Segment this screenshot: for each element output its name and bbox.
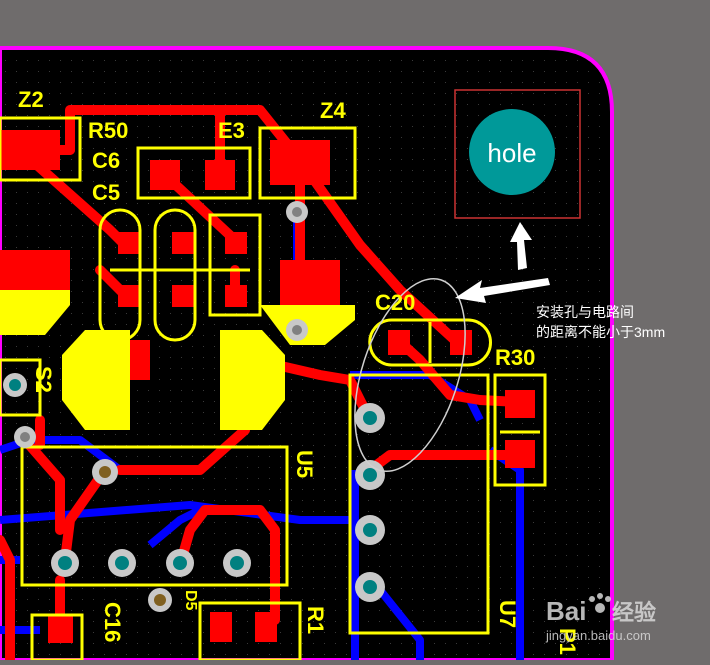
- label-c6: C6: [92, 148, 120, 173]
- label-c5: C5: [92, 180, 120, 205]
- label-r50: R50: [88, 118, 128, 143]
- label-z4: Z4: [320, 98, 346, 123]
- label-e3: E3: [218, 118, 245, 143]
- u7-pins: [355, 403, 385, 602]
- hole-keepout-box: [454, 89, 581, 219]
- annotation-line-2: 的距离不能小于3mm: [536, 324, 665, 340]
- watermark-brand: Bai: [546, 596, 586, 626]
- watermark-url: jingyan.baidu.com: [545, 628, 651, 643]
- through-hole-pads: [3, 201, 308, 612]
- label-u7: U7: [495, 600, 520, 628]
- paw-icon: [589, 593, 611, 613]
- hole-label: hole: [487, 138, 536, 168]
- label-c16: C16: [100, 602, 125, 642]
- arrows: [455, 222, 550, 303]
- mounting-hole[interactable]: [469, 109, 555, 195]
- u5-pins: [51, 549, 251, 577]
- label-u5: U5: [292, 450, 317, 478]
- top-layer-pads: [0, 130, 535, 643]
- silkscreen-fills: [0, 290, 355, 430]
- designators: Z2 R50 E3 Z4 C6 C5 C20 R30 U5 U7 C16 R1 …: [18, 87, 580, 655]
- label-r30: R30: [495, 345, 535, 370]
- label-s2: S2: [31, 366, 56, 393]
- label-z2: Z2: [18, 87, 44, 112]
- label-c20: C20: [375, 290, 415, 315]
- label-d5: D5: [182, 590, 199, 611]
- label-p1: P1: [555, 628, 580, 655]
- highlight-ellipse: [354, 277, 466, 473]
- annotation-line-1: 安装孔与电路间: [536, 304, 634, 320]
- watermark: Bai 经验 jingyan.baidu.com: [545, 593, 656, 643]
- label-r1: R1: [303, 606, 328, 634]
- watermark-suffix: 经验: [612, 600, 656, 625]
